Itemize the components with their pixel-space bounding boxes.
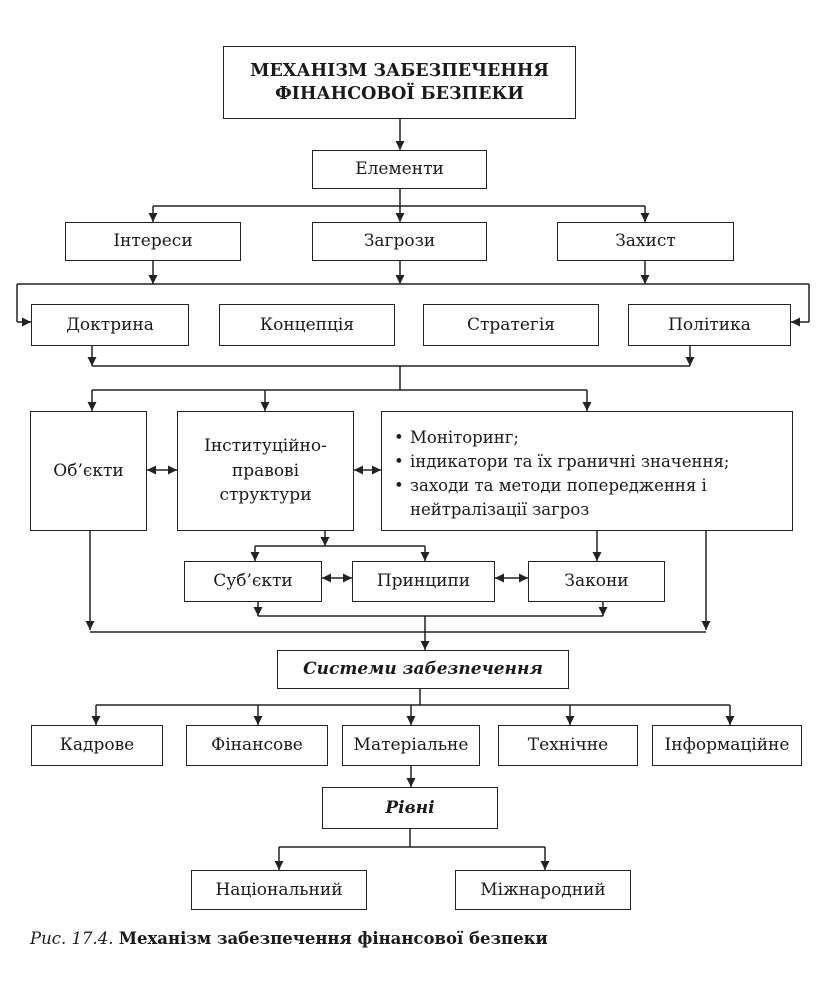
arrowhead	[354, 465, 363, 475]
arrowhead	[87, 402, 97, 411]
information-box: Інформаційне	[652, 725, 802, 766]
national-box: Національний	[191, 870, 367, 910]
arrowhead	[250, 552, 260, 561]
caption-prefix: Рис. 17.4.	[30, 929, 114, 948]
subjects-box: Суб’єкти	[184, 561, 322, 602]
arrowhead	[322, 573, 331, 583]
arrowhead	[598, 607, 608, 616]
arrowhead	[168, 465, 177, 475]
arrowhead	[91, 716, 101, 725]
arrowhead	[274, 861, 284, 870]
objects-box: Об’єкти	[30, 411, 147, 531]
technical-box: Технічне	[498, 725, 638, 766]
personnel-box: Кадрове	[31, 725, 163, 766]
arrowhead	[87, 357, 97, 366]
concept-box: Концепція	[219, 304, 395, 346]
arrowhead	[540, 861, 550, 870]
arrowhead	[640, 213, 650, 222]
policy-box: Політика	[628, 304, 791, 346]
arrowhead	[420, 641, 430, 650]
monitoring-item: індикатори та їх граничні значення;	[394, 450, 784, 474]
monitoring-item: заходи та методи попередження і нейтралі…	[394, 474, 784, 522]
arrowhead	[406, 716, 416, 725]
arrowhead	[148, 275, 158, 284]
laws-box: Закони	[528, 561, 665, 602]
title-box: МЕХАНІЗМ ЗАБЕЗПЕЧЕННЯ ФІНАНСОВОЇ БЕЗПЕКИ	[223, 46, 576, 119]
arrowhead	[147, 465, 156, 475]
arrowhead	[582, 402, 592, 411]
arrowhead	[148, 213, 158, 222]
interests-box: Інтереси	[65, 222, 241, 261]
arrowhead	[592, 552, 602, 561]
arrowhead	[395, 141, 405, 150]
monitoring-box: Моніторинг; індикатори та їх граничні зн…	[381, 411, 793, 531]
arrowhead	[343, 573, 352, 583]
arrowhead	[791, 317, 800, 327]
arrowhead	[406, 778, 416, 787]
arrowhead	[260, 402, 270, 411]
material-box: Матеріальне	[342, 725, 480, 766]
arrowhead	[22, 317, 31, 327]
arrowhead	[640, 275, 650, 284]
arrowhead	[519, 573, 528, 583]
institutional-structures-box: Інституційно-правові структури	[177, 411, 354, 531]
principles-box: Принципи	[352, 561, 495, 602]
monitoring-item: Моніторинг;	[394, 426, 784, 450]
monitoring-list: Моніторинг; індикатори та їх граничні зн…	[394, 426, 784, 522]
financial-box: Фінансове	[186, 725, 328, 766]
arrowhead	[495, 573, 504, 583]
arrowhead	[372, 465, 381, 475]
arrowhead	[253, 607, 263, 616]
arrowhead	[420, 552, 430, 561]
figure-caption: Рис. 17.4. Механізм забезпечення фінансо…	[30, 929, 548, 948]
arrowhead	[395, 275, 405, 284]
arrowhead	[565, 716, 575, 725]
arrowhead	[685, 357, 695, 366]
arrowhead	[701, 621, 711, 630]
caption-text: Механізм забезпечення фінансової безпеки	[118, 929, 548, 948]
levels-box: Рівні	[322, 787, 498, 829]
threats-box: Загрози	[312, 222, 487, 261]
protection-box: Захист	[557, 222, 734, 261]
international-box: Міжнародний	[455, 870, 631, 910]
arrowhead	[253, 716, 263, 725]
arrowhead	[725, 716, 735, 725]
arrowhead	[85, 621, 95, 630]
arrowhead	[395, 213, 405, 222]
elements-box: Елементи	[312, 150, 487, 189]
strategy-box: Стратегія	[423, 304, 599, 346]
doctrine-box: Доктрина	[31, 304, 189, 346]
arrowhead	[320, 537, 330, 546]
support-systems-box: Системи забезпечення	[277, 650, 569, 689]
